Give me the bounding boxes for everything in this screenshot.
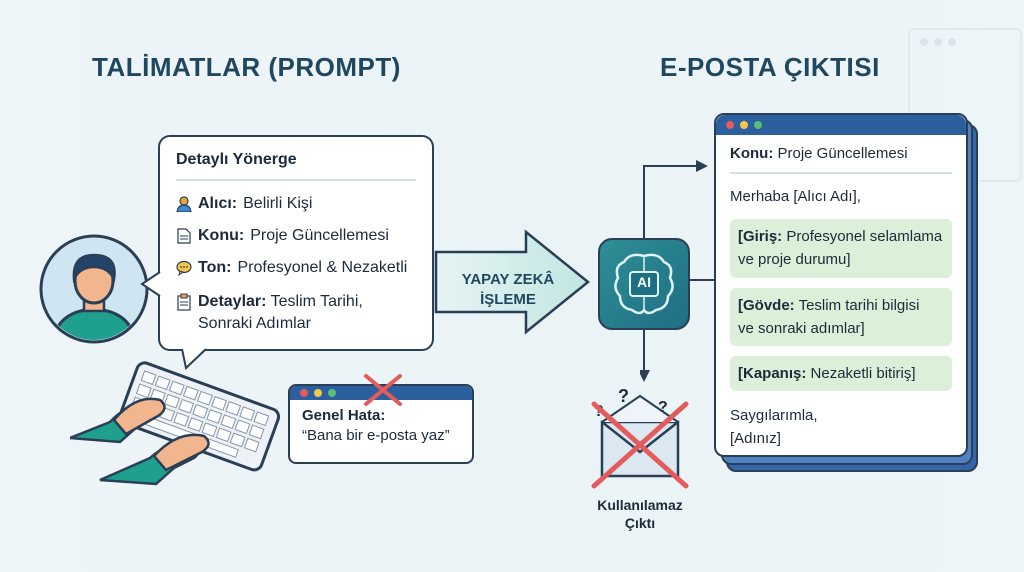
ai-chip-label: AI: [637, 274, 651, 290]
email-block-body: [Gövde: Teslim tarihi bilgisi ve sonraki…: [730, 287, 952, 346]
arrow-label-line1: YAPAY ZEKÂ: [461, 271, 555, 288]
svg-text:?: ?: [618, 386, 629, 406]
subject-value: Proje Güncellemesi: [250, 227, 389, 244]
person-icon: [176, 196, 192, 212]
close-dot: [726, 121, 734, 129]
brain-icon: [614, 253, 674, 315]
prompt-card: Detaylı Yönerge Alıcı: Belirli Kişi Konu…: [158, 135, 434, 351]
email-block-closing: [Kapanış: Nezaketli bitiriş]: [730, 356, 952, 392]
error-cross-icon: [364, 374, 402, 406]
email-subject-value: Proje Güncellemesi: [777, 145, 908, 162]
user-avatar: [39, 234, 149, 344]
recipient-value: Belirli Kişi: [243, 195, 313, 212]
error-card: Genel Hata: “Bana bir e-posta yaz”: [288, 384, 474, 464]
email-window-titlebar: [716, 115, 966, 135]
keyboard-hands-illustration: [70, 361, 280, 486]
left-title: TALİMATLAR (PROMPT): [92, 52, 401, 82]
connector-lines: [640, 160, 716, 382]
email-greeting: Merhaba [Alıcı Adı],: [730, 188, 861, 205]
arrow-label: YAPAY ZEKÂ İŞLEME: [448, 270, 568, 309]
email-window: Konu: Proje Güncellemesi Merhaba [Alıcı …: [714, 113, 968, 457]
email-signoff: Saygılarımla, [Adınız]: [730, 405, 952, 450]
error-card-text: “Bana bir e-posta yaz”: [302, 427, 450, 445]
unusable-output-line1: Kullanılamaz: [597, 497, 683, 513]
bubble-tail-bottom: [181, 348, 207, 370]
details-label: Detaylar:: [198, 293, 267, 310]
details-value-2: Sonraki Adımlar: [198, 315, 311, 333]
email-block-intro-text: Profesyonel selamlama: [786, 228, 943, 245]
recipient-label: Alıcı:: [198, 195, 238, 212]
email-subject: Konu: Proje Güncellemesi: [730, 145, 952, 174]
email-signoff-line1: Saygılarımla,: [730, 407, 818, 425]
unusable-output-line2: Çıktı: [624, 515, 656, 532]
prompt-card-heading: Detaylı Yönerge: [176, 151, 416, 181]
error-card-label: Genel Hata:: [302, 407, 386, 424]
prompt-item-details: Detaylar: Teslim Tarihi, Sonraki Adımlar: [176, 291, 416, 336]
email-block-closing-label: [Kapanış:: [738, 365, 807, 382]
processing-arrow: [434, 229, 590, 335]
prompt-item-subject: Konu: Proje Güncellemesi: [176, 227, 416, 245]
tone-value: Profesyonel & Nezaketli: [237, 259, 408, 276]
email-subject-label: Konu:: [730, 145, 774, 162]
ai-chip: AI: [598, 238, 690, 330]
clipboard-icon: [177, 293, 191, 311]
unusable-output-label: Kullanılamaz Çıktı: [582, 496, 698, 532]
speech-bubble-icon: [176, 260, 192, 276]
email-block-intro: [Giriş: Profesyonel selamlama ve proje d…: [730, 219, 952, 278]
email-block-body-label: [Gövde:: [738, 296, 795, 314]
details-value: Teslim Tarihi,: [270, 293, 363, 310]
arrow-label-line2: İŞLEME: [480, 290, 536, 308]
email-block-body-text2: ve sonraki adımlar]: [738, 319, 865, 337]
email-block-intro-text2: ve proje durumu]: [738, 251, 851, 269]
email-signoff-line2: [Adınız]: [730, 429, 781, 447]
email-block-intro-label: [Giriş:: [738, 228, 783, 245]
prompt-item-recipient: Alıcı: Belirli Kişi: [176, 195, 416, 213]
svg-text:?: ?: [658, 399, 668, 416]
document-icon: [177, 228, 191, 244]
email-block-closing-text: Nezaketli bitiriş]: [810, 365, 916, 382]
tone-label: Ton:: [198, 259, 232, 276]
prompt-item-tone: Ton: Profesyonel & Nezaketli: [176, 259, 416, 277]
right-title: E-POSTA ÇIKTISI: [660, 52, 880, 82]
unusable-envelope-icon: ? ? ?: [591, 386, 689, 489]
maximize-dot: [754, 121, 762, 129]
email-block-body-text: Teslim tarihi bilgisi: [798, 296, 920, 314]
bubble-tail-left: [140, 271, 161, 297]
subject-label: Konu:: [198, 227, 245, 244]
minimize-dot: [740, 121, 748, 129]
